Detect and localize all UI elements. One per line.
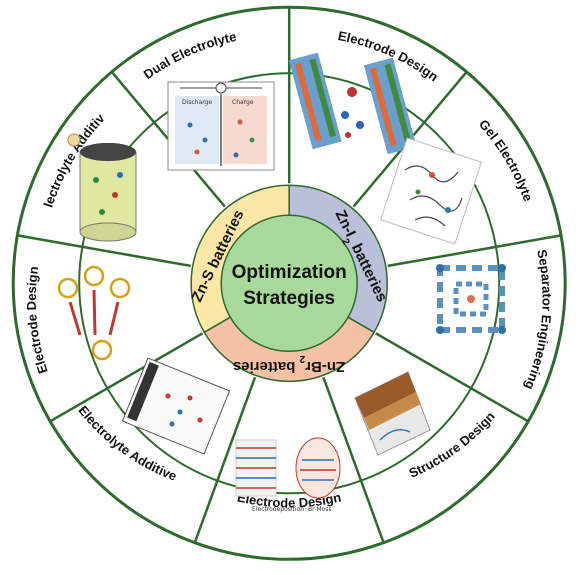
separator-engineering-illustration bbox=[436, 264, 506, 334]
electrolyte-additive-zn-s-illustration bbox=[67, 133, 137, 242]
gel-electrolyte-illustration bbox=[379, 137, 483, 245]
electrode-design-zn-s-illustration bbox=[57, 265, 131, 361]
center-circle bbox=[220, 214, 358, 353]
zn-i2-subscript: 2 bbox=[340, 237, 353, 247]
electrode-design-zn-br2-illustration: Electrodeposition: Br-Moss bbox=[235, 437, 341, 513]
electrode-design-zn-i2-illustration bbox=[288, 52, 417, 155]
zn-br2-suffix: batteries bbox=[233, 358, 300, 375]
electrodeposition-text: Electrodeposition: Br-Moss bbox=[252, 506, 331, 513]
zn-br2-battery-label: Zn-Br2 batteries bbox=[233, 354, 345, 376]
dual-electrolyte-illustration: Discharge Charge bbox=[167, 81, 275, 171]
electrolyte-additive-zn-br2-illustration bbox=[121, 357, 231, 455]
discharge-text: Discharge bbox=[182, 99, 212, 106]
zn-br2-subscript: 2 bbox=[299, 354, 305, 365]
zn-br2-prefix: Zn-Br bbox=[305, 358, 345, 375]
center-title-line2: Strategies bbox=[243, 288, 335, 309]
charge-text: Charge bbox=[232, 99, 254, 106]
center-title-line1: Optimization bbox=[232, 262, 347, 283]
structure-design-illustration bbox=[354, 371, 431, 456]
